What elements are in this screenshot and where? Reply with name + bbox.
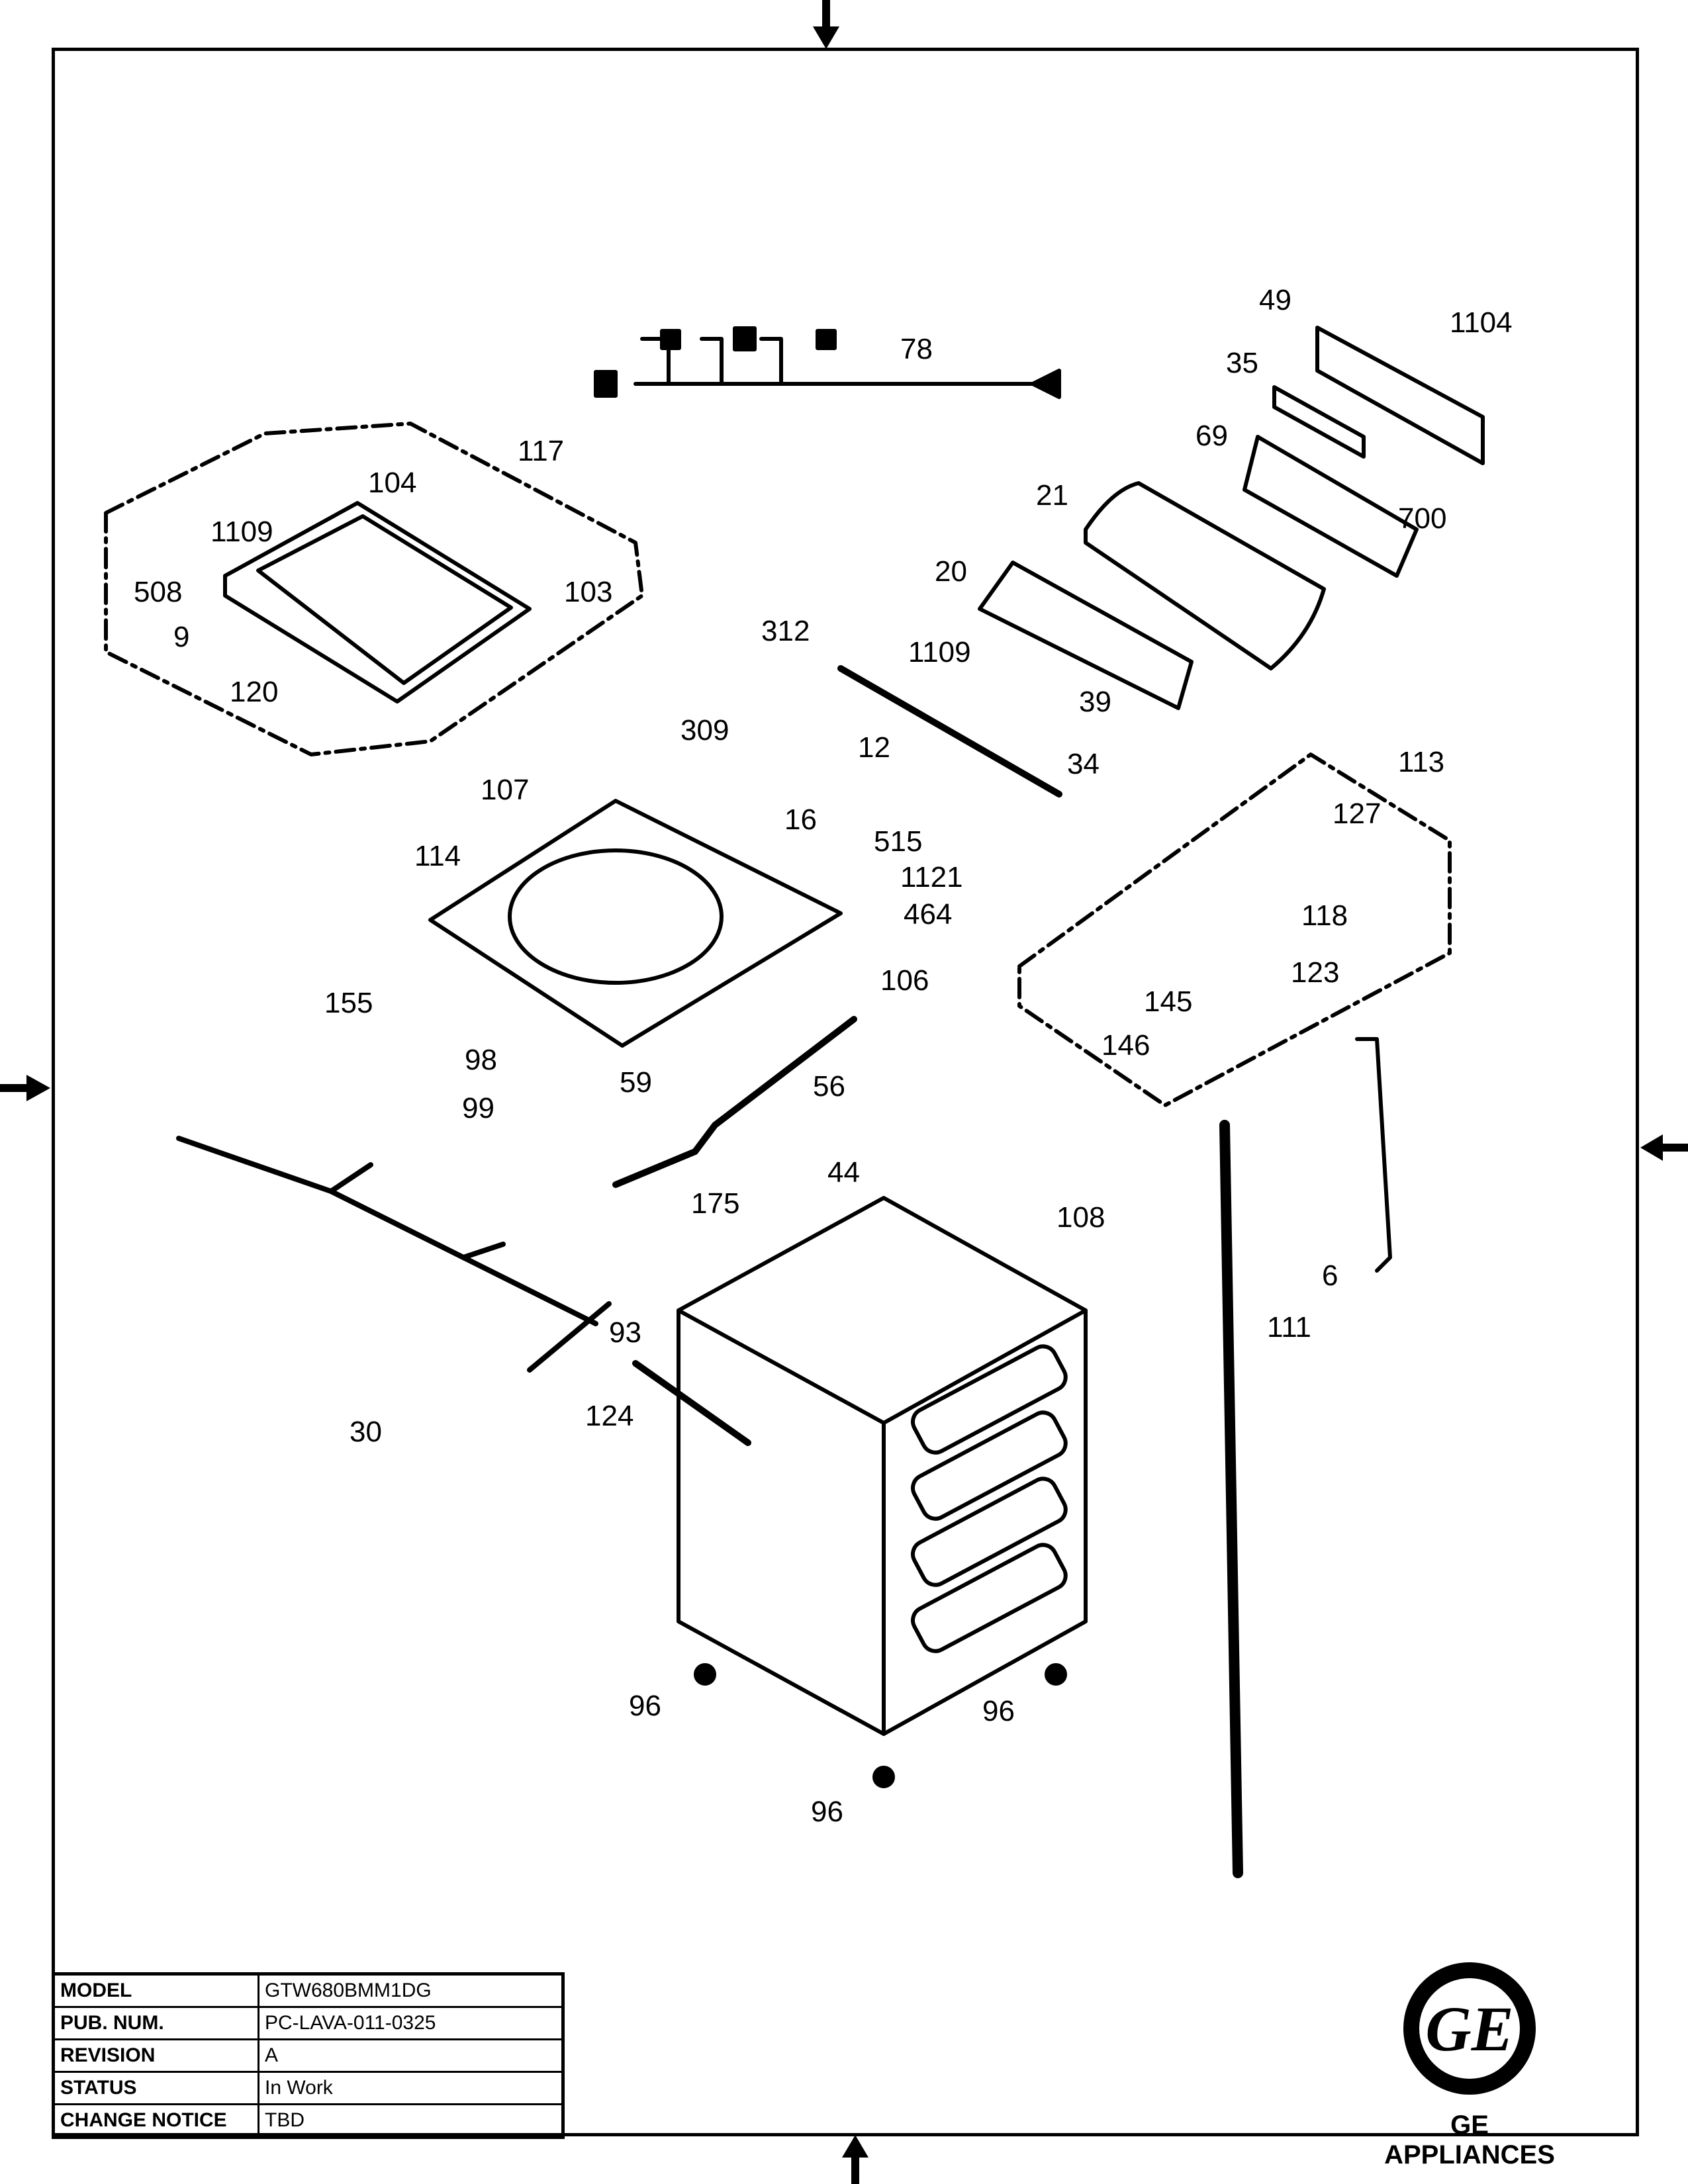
part-30-harness bbox=[176, 1136, 612, 1373]
callout-145: 145 bbox=[1144, 985, 1193, 1018]
callout-104: 104 bbox=[368, 467, 417, 499]
top-center-arrow-icon bbox=[813, 0, 839, 49]
group-117-boundary bbox=[104, 422, 644, 756]
callout-107: 107 bbox=[481, 774, 530, 806]
callout-1109: 1109 bbox=[211, 516, 273, 548]
callout-117: 117 bbox=[518, 435, 565, 467]
callout-99: 99 bbox=[462, 1092, 494, 1124]
callout-93: 93 bbox=[609, 1316, 641, 1349]
ge-monogram-icon: GE bbox=[1403, 1962, 1536, 2095]
callout-6: 6 bbox=[1322, 1259, 1338, 1292]
callout-96: 96 bbox=[629, 1690, 661, 1722]
part-6-hose bbox=[1355, 1037, 1392, 1273]
callout-127: 127 bbox=[1333, 797, 1382, 830]
callout-39: 39 bbox=[1079, 686, 1111, 718]
part-93-cabinet bbox=[677, 1196, 1088, 1736]
brand-block: GE GE APPLIANCES bbox=[1364, 1959, 1575, 2170]
callout-113: 113 bbox=[1398, 746, 1445, 778]
bottom-center-arrow-icon bbox=[842, 2135, 868, 2184]
revision-label: REVISION bbox=[52, 2038, 259, 2073]
callout-464: 464 bbox=[904, 898, 953, 931]
part-96-foot bbox=[694, 1663, 716, 1686]
callout-175: 175 bbox=[691, 1187, 740, 1220]
status-label: STATUS bbox=[52, 2071, 259, 2105]
callout-96: 96 bbox=[811, 1796, 843, 1828]
part-21-backsplash bbox=[1084, 481, 1326, 670]
callout-508: 508 bbox=[134, 576, 183, 608]
part-49-bracket bbox=[1315, 326, 1485, 465]
model-value: GTW680BMM1DG bbox=[258, 1973, 564, 2008]
part-69-control-board bbox=[1243, 435, 1419, 578]
right-center-arrow-icon bbox=[1640, 1134, 1688, 1161]
callout-123: 123 bbox=[1291, 956, 1340, 989]
callout-515: 515 bbox=[874, 825, 923, 858]
callout-44: 44 bbox=[827, 1156, 860, 1189]
callout-78: 78 bbox=[900, 333, 933, 365]
part-56-harness bbox=[612, 1016, 857, 1188]
part-96-foot bbox=[1045, 1663, 1067, 1686]
callout-108: 108 bbox=[1056, 1201, 1105, 1234]
callout-1121: 1121 bbox=[900, 861, 963, 893]
callout-16: 16 bbox=[784, 803, 817, 836]
part-35-window bbox=[1272, 385, 1366, 459]
part-96-foot bbox=[872, 1766, 895, 1788]
drawing-frame bbox=[52, 48, 1639, 2136]
part-lid bbox=[223, 501, 532, 704]
callout-21: 21 bbox=[1036, 479, 1068, 512]
callout-114: 114 bbox=[414, 840, 461, 872]
callout-103: 103 bbox=[564, 576, 613, 608]
status-value: In Work bbox=[258, 2071, 564, 2105]
part-20-control-panel bbox=[978, 561, 1194, 710]
revision-value: A bbox=[258, 2038, 564, 2073]
callout-111: 111 bbox=[1267, 1311, 1311, 1343]
part-124-bar bbox=[632, 1360, 751, 1446]
callout-120: 120 bbox=[230, 676, 279, 708]
callout-12: 12 bbox=[858, 731, 890, 764]
callout-20: 20 bbox=[935, 555, 967, 588]
title-row-pub-num: PUB. NUM.PC-LAVA-011-0325 bbox=[52, 2006, 564, 2040]
group-113-boundary bbox=[1017, 752, 1452, 1107]
callout-30: 30 bbox=[350, 1416, 382, 1448]
callout-118: 118 bbox=[1301, 899, 1348, 932]
pub-num-label: PUB. NUM. bbox=[52, 2006, 259, 2040]
part-114-top-cover bbox=[428, 799, 843, 1048]
callout-49: 49 bbox=[1259, 284, 1291, 316]
svg-text:GE: GE bbox=[1425, 1993, 1513, 2064]
model-label: MODEL bbox=[52, 1973, 259, 2008]
callout-309: 309 bbox=[680, 714, 729, 747]
callout-56: 56 bbox=[813, 1070, 845, 1103]
callout-98: 98 bbox=[465, 1044, 497, 1076]
part-34-rod bbox=[837, 665, 1062, 797]
callout-106: 106 bbox=[880, 964, 929, 997]
callout-1109: 1109 bbox=[908, 636, 971, 668]
callout-312: 312 bbox=[761, 615, 810, 647]
callout-146: 146 bbox=[1102, 1029, 1150, 1062]
left-center-arrow-icon bbox=[0, 1075, 50, 1101]
callout-35: 35 bbox=[1226, 347, 1258, 379]
callout-69: 69 bbox=[1196, 420, 1228, 452]
callout-1104: 1104 bbox=[1450, 306, 1513, 339]
change-notice-label: CHANGE NOTICE bbox=[52, 2103, 259, 2138]
pub-num-value: PC-LAVA-011-0325 bbox=[258, 2006, 564, 2040]
change-notice-value: TBD bbox=[258, 2103, 564, 2138]
callout-59: 59 bbox=[620, 1066, 652, 1099]
callout-34: 34 bbox=[1067, 748, 1100, 780]
callout-155: 155 bbox=[324, 987, 373, 1019]
part-78-wire-harness bbox=[594, 326, 1061, 399]
part-111-tube bbox=[1219, 1120, 1243, 1878]
callout-9: 9 bbox=[173, 621, 190, 653]
callout-700: 700 bbox=[1398, 502, 1447, 535]
brand-name: GE APPLIANCES bbox=[1384, 2111, 1555, 2169]
callout-124: 124 bbox=[585, 1400, 634, 1432]
callout-96: 96 bbox=[982, 1695, 1015, 1727]
